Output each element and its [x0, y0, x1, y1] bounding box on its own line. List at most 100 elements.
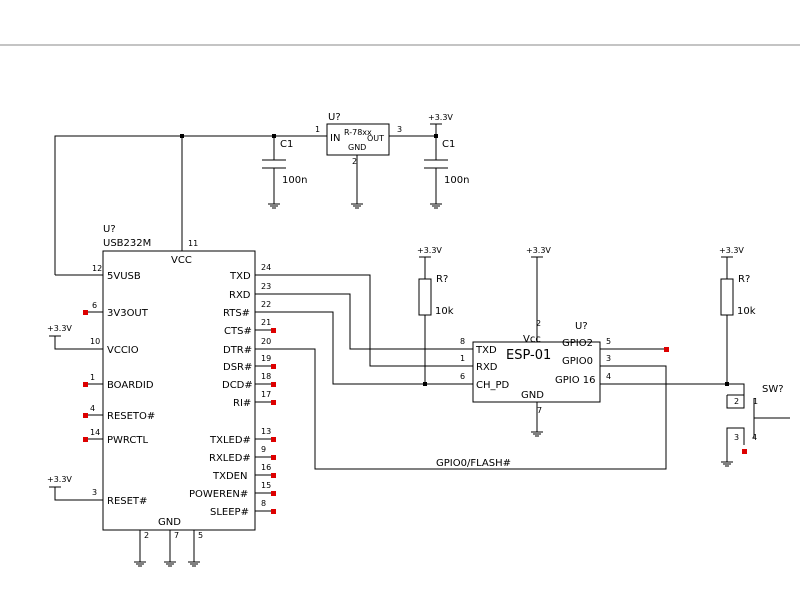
ftdi-gnd-num-2: 7 [174, 531, 179, 540]
net-label-gpio0-flash: GPIO0/FLASH# [436, 458, 511, 469]
resistor-r1: R? 10k [418, 274, 454, 317]
ftdi-dcd-num: 18 [261, 372, 271, 381]
ftdi-poweren-num: 15 [261, 481, 271, 490]
ftdi-dtr-num: 20 [261, 337, 271, 346]
ftdi-vcc-num: 11 [188, 239, 198, 248]
ftdi-vccio-num: 10 [90, 337, 100, 346]
regulator-ref: U? [328, 112, 341, 123]
nc-marker [83, 310, 88, 315]
r2-value: 10k [737, 306, 756, 317]
wire-vccio [54, 336, 103, 350]
ftdi-ref: U? [103, 224, 116, 235]
regulator-in-num: 1 [315, 125, 320, 134]
nc-marker [83, 413, 88, 418]
regulator-in-label: IN [330, 133, 340, 144]
esp-01-module: U? ESP-01 Vcc 2 TXD RXD CH_PD 8 1 6 GND … [460, 319, 611, 415]
power-3v3-vccio: +3.3V [47, 324, 72, 333]
capacitor-input: C1 100n [262, 139, 307, 186]
nc-marker [271, 455, 276, 460]
esp-txd-label: TXD [475, 345, 497, 356]
ftdi-txled-label: TXLED# [209, 435, 251, 446]
ftdi-txden-num: 16 [261, 463, 271, 472]
switch-ref: SW? [762, 384, 784, 395]
switch-pin-3: 3 [734, 433, 739, 442]
push-switch: SW? 1 2 3 4 [726, 384, 790, 462]
power-symbols: +3.3V +3.3V +3.3V +3.3V +3.3V +3.3V [47, 113, 744, 488]
wire-gpio0-flash [255, 348, 667, 470]
esp-gpio2-label: GPIO2 [562, 338, 593, 349]
ground-symbols [134, 203, 733, 567]
esp-gpio16-num: 4 [606, 372, 611, 381]
wire-reset [54, 487, 103, 501]
ftdi-txled-num: 13 [261, 427, 271, 436]
wire-txd-rxd [255, 274, 473, 367]
wire-rxd-txd [255, 293, 473, 350]
nc-marker [83, 382, 88, 387]
nc-marker [271, 382, 276, 387]
r1-ref: R? [436, 274, 448, 285]
junction [725, 382, 729, 386]
resistor-r2: R? 10k [720, 274, 756, 317]
esp-body [472, 341, 601, 403]
ftdi-vccio-label: VCCIO [107, 345, 139, 356]
ftdi-sleep-num: 8 [261, 499, 266, 508]
wire-rts-chpd [255, 311, 473, 385]
gnd-symbol [134, 561, 146, 567]
gnd-symbol [164, 561, 176, 567]
ftdi-rxled-num: 9 [261, 445, 266, 454]
regulator-gnd-num: 2 [352, 157, 357, 166]
esp-gnd-num: 7 [537, 406, 542, 415]
r1-value: 10k [435, 306, 454, 317]
esp-gpio0-num: 3 [606, 354, 611, 363]
esp-gpio16-label: GPIO 16 [555, 375, 596, 386]
junction [423, 382, 427, 386]
r2-ref: R? [738, 274, 750, 285]
nc-marker [271, 509, 276, 514]
cap-out-value: 100n [444, 175, 469, 186]
esp-rxd-label: RXD [476, 362, 498, 373]
ftdi-3v3out-num: 6 [92, 301, 97, 310]
ftdi-txd-num: 24 [261, 263, 271, 272]
esp-gnd-label: GND [521, 390, 544, 401]
junction [180, 134, 184, 138]
power-3v3-r1: +3.3V [417, 246, 442, 255]
gnd-symbol [430, 203, 442, 209]
ftdi-gnd-label: GND [158, 517, 181, 528]
switch-pin-left-bottom [726, 427, 745, 462]
r2-body [720, 278, 734, 316]
ftdi-cts-num: 21 [261, 318, 271, 327]
ftdi-rxd-label: RXD [229, 290, 251, 301]
nc-marker [271, 473, 276, 478]
ftdi-poweren-label: POWEREN# [189, 489, 248, 500]
gnd-symbol [188, 561, 200, 567]
voltage-regulator: U? R-78xx IN OUT GND 1 3 2 [315, 112, 402, 166]
ftdi-reset-label: RESET# [107, 496, 147, 507]
switch-pin-4: 4 [752, 433, 757, 442]
nc-marker [271, 328, 276, 333]
nc-marker [664, 347, 669, 352]
power-3v3-esp: +3.3V [526, 246, 551, 255]
esp-vcc-label: Vcc [523, 334, 541, 345]
regulator-body [326, 123, 390, 156]
esp-vcc-num: 2 [536, 319, 541, 328]
esp-chpd-label: CH_PD [476, 380, 510, 391]
regulator-gnd-label: GND [348, 143, 366, 152]
junctions [180, 134, 729, 386]
ftdi-sleep-label: SLEEP# [210, 507, 249, 518]
ftdi-rxd-num: 23 [261, 282, 271, 291]
power-3v3-r2: +3.3V [719, 246, 744, 255]
ftdi-5vusb-num: 12 [92, 264, 102, 273]
ftdi-dtr-label: DTR# [223, 345, 252, 356]
nc-marker [271, 491, 276, 496]
power-3v3-reg: +3.3V [428, 113, 453, 122]
ftdi-dsr-label: DSR# [223, 362, 252, 373]
esp-ref: U? [575, 321, 588, 332]
wires [54, 124, 745, 562]
regulator-out-label: OUT [367, 134, 384, 143]
ftdi-pwrctl-label: PWRCTL [107, 435, 148, 446]
cap-out-ref: C1 [442, 139, 455, 150]
ftdi-reseto-label: RESETO# [107, 411, 155, 422]
esp-name: ESP-01 [506, 348, 551, 363]
